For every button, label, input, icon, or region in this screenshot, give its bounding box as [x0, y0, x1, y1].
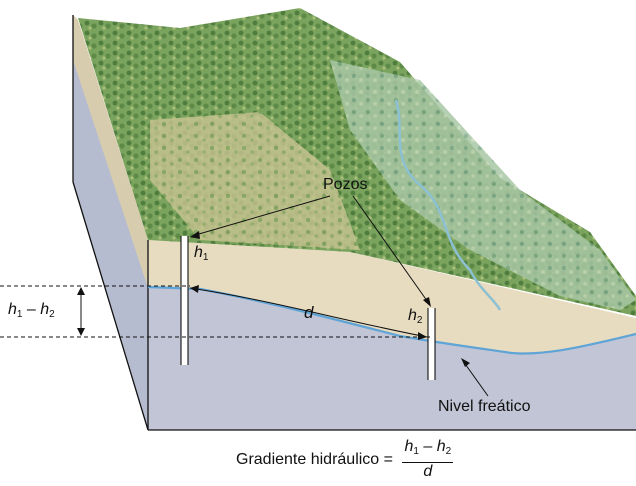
arrowhead-up — [77, 287, 85, 295]
formula-denominator: d — [423, 463, 433, 480]
pozos-arrowhead-2 — [423, 297, 431, 307]
diff-h1-subscript: 1 — [16, 309, 23, 320]
h1-subscript: 1 — [202, 252, 209, 263]
num-h1-subscript: 1 — [413, 446, 419, 457]
distance-arrowhead-right — [418, 332, 427, 340]
h1-label: h1 — [194, 244, 208, 263]
h1-symbol: h — [194, 244, 203, 261]
head-difference-label: h1 – h2 — [8, 301, 55, 320]
valley-floor — [330, 60, 636, 310]
diff-minus: – — [22, 301, 41, 318]
num-h2-symbol: h — [436, 438, 446, 455]
block-left-face — [73, 15, 148, 430]
river — [394, 99, 502, 311]
h2-label: h2 — [408, 307, 422, 326]
distance-label: d — [304, 303, 314, 322]
left-face-sand — [73, 15, 148, 288]
water-table-label: Nivel freático — [438, 398, 531, 415]
outline-bottom-left — [72, 181, 149, 431]
well-1 — [180, 236, 189, 365]
sand-layer — [148, 240, 636, 354]
saturated-zone — [148, 287, 636, 430]
h2-subscript: 2 — [416, 315, 423, 326]
num-h2-subscript: 2 — [445, 446, 452, 457]
formula-prefix: Gradiente hidráulico = — [236, 450, 398, 468]
diff-h1-symbol: h — [8, 301, 17, 318]
well-2 — [427, 308, 436, 380]
arrowhead-down — [77, 328, 85, 336]
formula-fraction: h1 – h2 d — [402, 438, 454, 481]
num-minus: – — [418, 438, 437, 455]
pozos-leader-2 — [352, 195, 431, 306]
water-table-arrowhead — [461, 358, 470, 367]
terrain-light-patch — [150, 112, 360, 250]
water-table-line — [147, 285, 636, 355]
wells-label: Pozos — [323, 176, 368, 193]
water-table-leader — [462, 360, 489, 397]
num-h1-symbol: h — [404, 438, 414, 455]
gradient-formula: Gradiente hidráulico = h1 – h2 d — [236, 438, 454, 481]
pozos-arrowhead-1 — [190, 231, 200, 239]
distance-arrow — [189, 287, 428, 338]
pozos-leader-1 — [191, 195, 331, 237]
diff-h2-symbol: h — [40, 301, 50, 318]
diff-h2-subscript: 2 — [49, 309, 55, 320]
formula-numerator: h1 – h2 — [402, 438, 454, 463]
distance-arrowhead-left — [190, 285, 199, 293]
h2-symbol: h — [408, 307, 417, 324]
